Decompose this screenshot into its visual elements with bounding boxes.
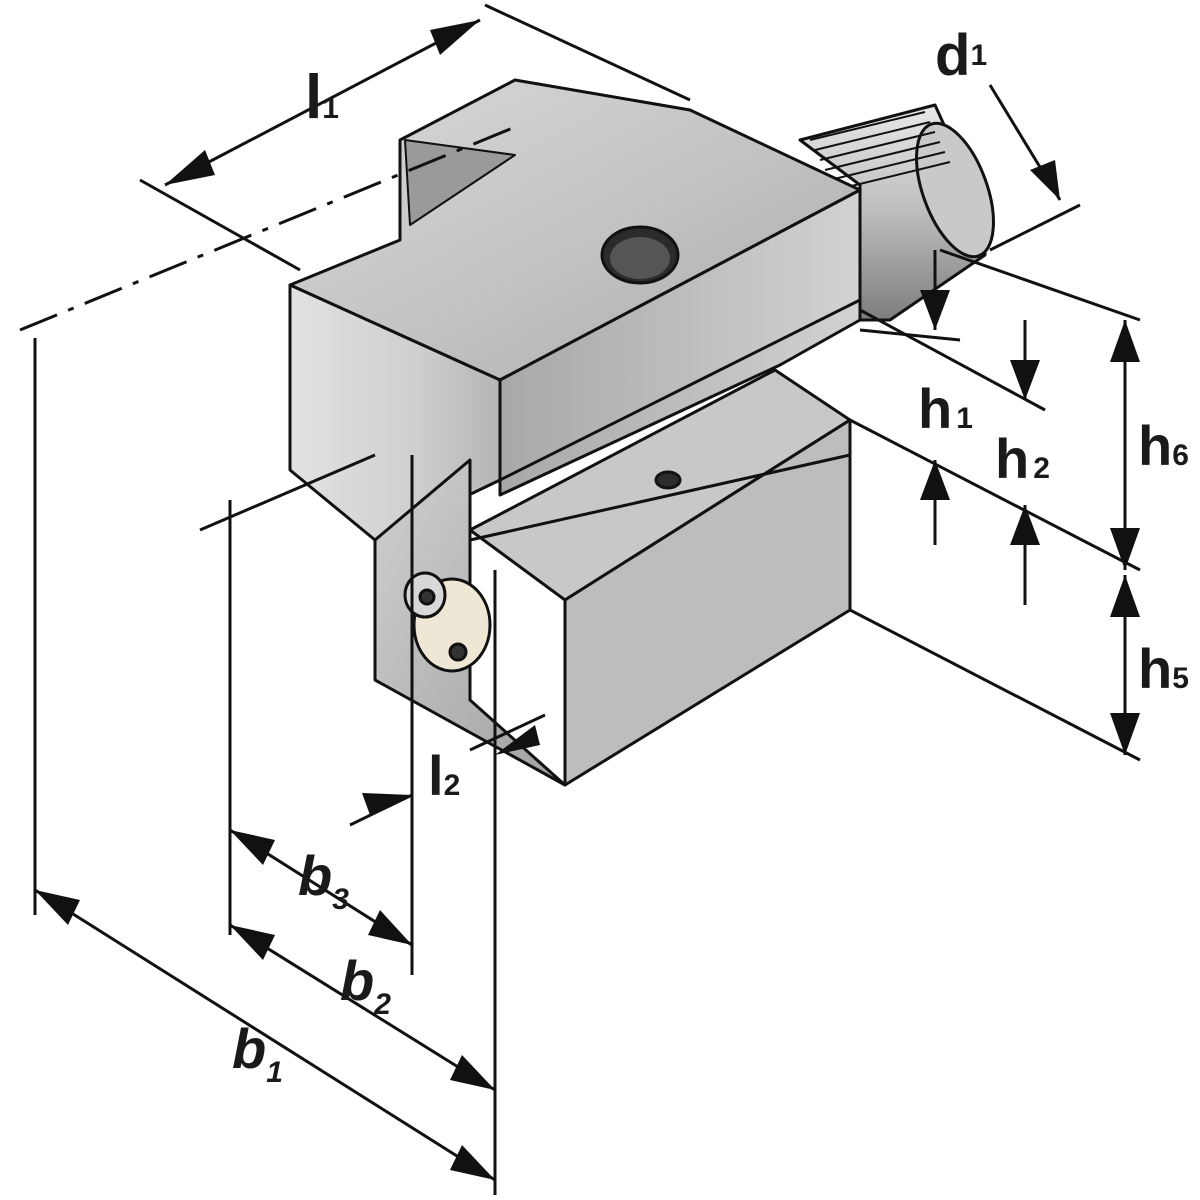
b2-dim-line (229, 923, 496, 1092)
upper-block-side-face (498, 188, 862, 497)
label-h5: h5 (1138, 637, 1189, 700)
l1-dim-line (164, 18, 481, 187)
label-d1: d1 (935, 23, 987, 88)
label-b2: b2 (340, 949, 391, 1021)
label-b1: b1 (232, 1017, 283, 1089)
arrowheads (35, 20, 1140, 1180)
shank (798, 103, 995, 322)
label-l1: l1 (305, 63, 339, 132)
label-b3: b3 (298, 844, 349, 916)
b1-dim-line (34, 888, 496, 1182)
label-h6: h6 (1138, 414, 1189, 477)
l2-dim-line (469, 713, 546, 752)
coolant-screw (403, 571, 492, 673)
label-l2: l2 (428, 744, 460, 807)
center-line (19, 123, 521, 332)
serration-teeth (809, 111, 951, 191)
tool-holder-body (288, 78, 995, 787)
